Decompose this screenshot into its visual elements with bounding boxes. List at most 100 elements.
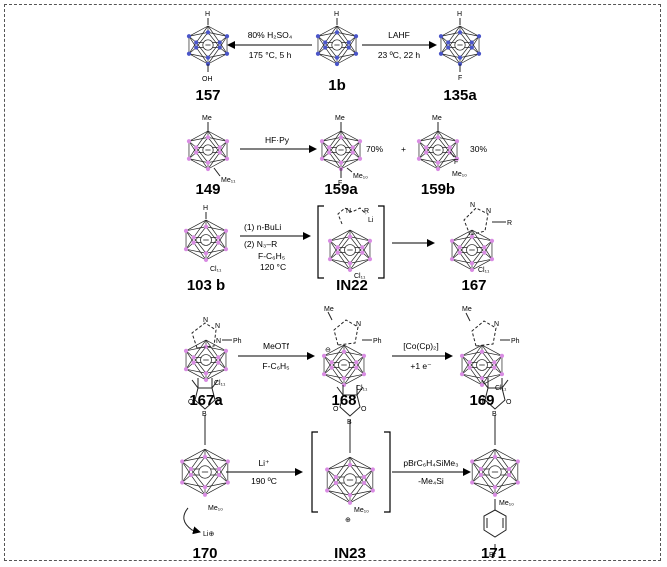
label-1b: 1b <box>328 77 346 94</box>
plus-sign: + <box>401 144 406 154</box>
atom-R-167: R <box>507 220 512 227</box>
atom-H-1b: H <box>334 11 339 18</box>
atom-N2-167a: N <box>215 323 220 330</box>
cond-r7-bottom: 190 ºC <box>251 476 277 486</box>
atom-Cl11-168: Cl₁₁ <box>356 385 368 392</box>
cluster-159b <box>416 130 460 172</box>
figure-frame <box>4 4 661 561</box>
label-169: 169 <box>469 392 494 409</box>
atom-Li-170: Li⊕ <box>203 531 214 538</box>
label-IN23: IN23 <box>334 545 366 562</box>
label-159a: 159a <box>324 181 358 198</box>
cluster-167 <box>449 229 495 273</box>
cluster-159a <box>319 130 363 172</box>
label-135a: 135a <box>443 87 477 104</box>
cluster-167a <box>183 339 229 383</box>
charge-minus-168: ⊖ <box>325 347 331 354</box>
cond-r4-line3: F-C₆H₅ <box>258 251 285 261</box>
bromophenyl-ring <box>483 509 507 538</box>
atom-N1-167: N <box>470 202 475 209</box>
label-171: 171 <box>481 545 506 562</box>
atom-OH-157: OH <box>202 76 213 83</box>
atom-labels: H OH H H F Me Me₁₁ Me Me₁₀ F Me F Me₁₀ H… <box>188 11 520 559</box>
atom-Me-168: Me <box>324 306 334 313</box>
azo-chain <box>337 207 367 225</box>
label-167: 167 <box>461 277 486 294</box>
atom-Me10-159b: Me₁₀ <box>452 171 467 178</box>
atom-Cl11-167a: Cl₁₁ <box>214 380 226 387</box>
cond-r5-top: MeOTf <box>263 341 290 351</box>
atom-N3-167a: N <box>216 338 221 345</box>
yield-159a: 70% <box>366 144 383 154</box>
bracket-IN22-right <box>378 205 385 279</box>
cluster-149 <box>186 130 230 172</box>
label-IN22: IN22 <box>336 277 368 294</box>
bracket-IN22-left <box>317 205 324 279</box>
atom-F-159a: F <box>338 180 342 187</box>
label-103b: 103 b <box>187 277 225 294</box>
label-168: 168 <box>331 392 356 409</box>
label-159b: 159b <box>421 181 455 198</box>
atom-Br-171: Br <box>489 552 497 559</box>
atom-N2-167: N <box>486 208 491 215</box>
atom-H-157: H <box>205 11 210 18</box>
cluster-171 <box>470 448 520 497</box>
atom-O2-170: O <box>216 399 222 406</box>
atom-H-135a: H <box>457 11 462 18</box>
cluster-169 <box>459 344 505 388</box>
atom-Ph-168: Ph <box>373 338 382 345</box>
cond-r8-top: pBrC₆H₄SiMe₃ <box>403 458 458 468</box>
atom-Me-169: Me <box>462 306 472 313</box>
cluster-1b <box>315 25 359 67</box>
charge-plus-IN23: ⊕ <box>345 517 351 524</box>
yield-159b: 30% <box>470 144 487 154</box>
cluster-168 <box>321 344 367 388</box>
atom-O2-IN23: O <box>361 406 367 413</box>
atom-F-135a: F <box>458 75 462 82</box>
cond-r7-top: Li⁺ <box>258 458 270 468</box>
atom-Ph-169: Ph <box>511 338 520 345</box>
cond-r4-line2: (2) N₃–R <box>244 239 277 249</box>
atom-O1-IN23: O <box>333 406 339 413</box>
cluster-IN23 <box>325 456 375 505</box>
label-167a: 167a <box>189 392 223 409</box>
cluster-103b <box>183 219 229 263</box>
cond-r6-bottom: +1 e⁻ <box>410 361 432 371</box>
cond-r4-line1: (1) n-BuLi <box>244 222 281 232</box>
cluster-135a <box>438 25 482 67</box>
cluster-IN22 <box>327 229 373 273</box>
atom-O2-171: O <box>506 399 512 406</box>
atom-Me-159a: Me <box>335 115 345 122</box>
atom-B-170: B <box>202 411 207 418</box>
atom-Me10-IN23: Me₁₀ <box>354 507 369 514</box>
cond-r6-top: [Co(Cp)₂] <box>403 341 438 351</box>
atom-Ph-167a: Ph <box>233 338 242 345</box>
atom-B-171: B <box>492 411 497 418</box>
atom-Cl11-IN22: Cl₁₁ <box>354 273 366 280</box>
cluster-157 <box>186 25 230 67</box>
atom-O1-170: O <box>188 399 194 406</box>
label-170: 170 <box>192 545 217 562</box>
atom-N1-167a: N <box>203 317 208 324</box>
atom-H-103b: H <box>203 205 208 212</box>
atom-Me-149: Me <box>202 115 212 122</box>
cond-r1-top: 80% H₂SO₄ <box>248 30 293 40</box>
atom-Cl11-167: Cl₁₁ <box>478 267 490 274</box>
cond-r5-bottom: F-C₆H₅ <box>262 361 289 371</box>
cond-r1-bottom: 175 °C, 5 h <box>249 50 292 60</box>
atom-Me10-170: Me₁₀ <box>208 505 223 512</box>
atom-Cl11-169: Cl₁₁ <box>495 385 507 392</box>
bracket-IN23-right <box>384 431 391 513</box>
bracket-IN23-left <box>311 431 318 513</box>
pinacol-rings <box>191 378 509 417</box>
compound-labels: 157 1b 135a 149 159a 159b 103 b IN22 167… <box>187 77 506 562</box>
curved-arrow-li <box>183 507 201 535</box>
atom-N-168: N <box>356 321 361 328</box>
atom-F-159b: F <box>454 159 458 166</box>
cluster-170 <box>180 448 230 497</box>
triazole-rings <box>191 207 510 349</box>
cond-r3: HF·Py <box>265 135 290 145</box>
cond-r2-bottom: 23 ºC, 22 h <box>378 50 421 60</box>
atom-O1-171: O <box>478 399 484 406</box>
